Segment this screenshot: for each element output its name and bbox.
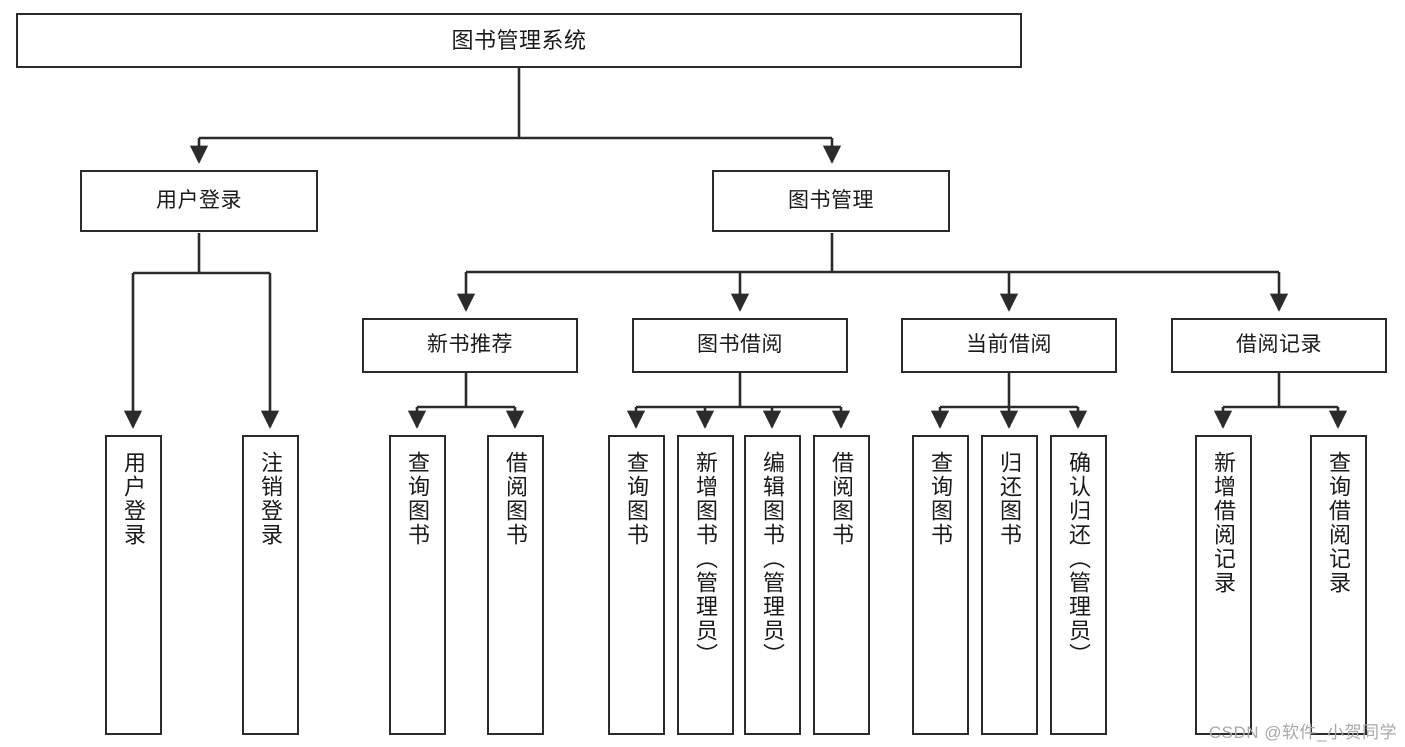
leaf-edit-book-label: 编辑图书（管理员）	[760, 451, 786, 667]
node-root-system-label: 图书管理系统	[451, 27, 587, 53]
node-user-login[interactable]: 用户登录	[80, 170, 318, 232]
leaf-query-record-label: 查询借阅记录	[1326, 451, 1352, 595]
node-current-borrow-label: 当前借阅	[966, 333, 1052, 357]
leaf-query-book-1-label: 查询图书	[405, 451, 431, 547]
leaf-query-book-1[interactable]: 查询图书	[389, 435, 446, 735]
node-new-book-recommendation[interactable]: 新书推荐	[362, 318, 578, 373]
leaf-confirm-return[interactable]: 确认归还（管理员）	[1050, 435, 1107, 735]
node-root-system[interactable]: 图书管理系统	[16, 13, 1022, 68]
leaf-add-book-label: 新增图书（管理员）	[693, 451, 719, 667]
node-book-borrow-label: 图书借阅	[697, 333, 783, 357]
leaf-query-book-3-label: 查询图书	[928, 451, 954, 547]
node-borrow-record[interactable]: 借阅记录	[1171, 318, 1387, 373]
leaf-query-book-2[interactable]: 查询图书	[608, 435, 665, 735]
node-book-borrow[interactable]: 图书借阅	[632, 318, 848, 373]
leaf-user-login[interactable]: 用户登录	[105, 435, 162, 735]
leaf-logout-label: 注销登录	[258, 451, 284, 547]
leaf-add-book[interactable]: 新增图书（管理员）	[677, 435, 734, 735]
node-borrow-record-label: 借阅记录	[1236, 333, 1322, 357]
leaf-add-record[interactable]: 新增借阅记录	[1195, 435, 1252, 735]
leaf-query-record[interactable]: 查询借阅记录	[1310, 435, 1367, 735]
leaf-borrow-book-2-label: 借阅图书	[829, 451, 855, 547]
leaf-borrow-book-1-label: 借阅图书	[503, 451, 529, 547]
leaf-logout[interactable]: 注销登录	[242, 435, 299, 735]
leaf-return-book-label: 归还图书	[997, 451, 1023, 547]
leaf-add-record-label: 新增借阅记录	[1211, 451, 1237, 595]
node-current-borrow[interactable]: 当前借阅	[901, 318, 1117, 373]
leaf-query-book-2-label: 查询图书	[624, 451, 650, 547]
leaf-edit-book[interactable]: 编辑图书（管理员）	[744, 435, 801, 735]
node-user-login-label: 用户登录	[156, 188, 242, 212]
node-book-management-label: 图书管理	[788, 188, 874, 212]
node-new-book-recommendation-label: 新书推荐	[427, 333, 513, 357]
leaf-return-book[interactable]: 归还图书	[981, 435, 1038, 735]
node-book-management[interactable]: 图书管理	[712, 170, 950, 232]
leaf-borrow-book-1[interactable]: 借阅图书	[487, 435, 544, 735]
leaf-query-book-3[interactable]: 查询图书	[912, 435, 969, 735]
leaf-confirm-return-label: 确认归还（管理员）	[1066, 451, 1092, 667]
leaf-user-login-label: 用户登录	[121, 451, 147, 547]
leaf-borrow-book-2[interactable]: 借阅图书	[813, 435, 870, 735]
